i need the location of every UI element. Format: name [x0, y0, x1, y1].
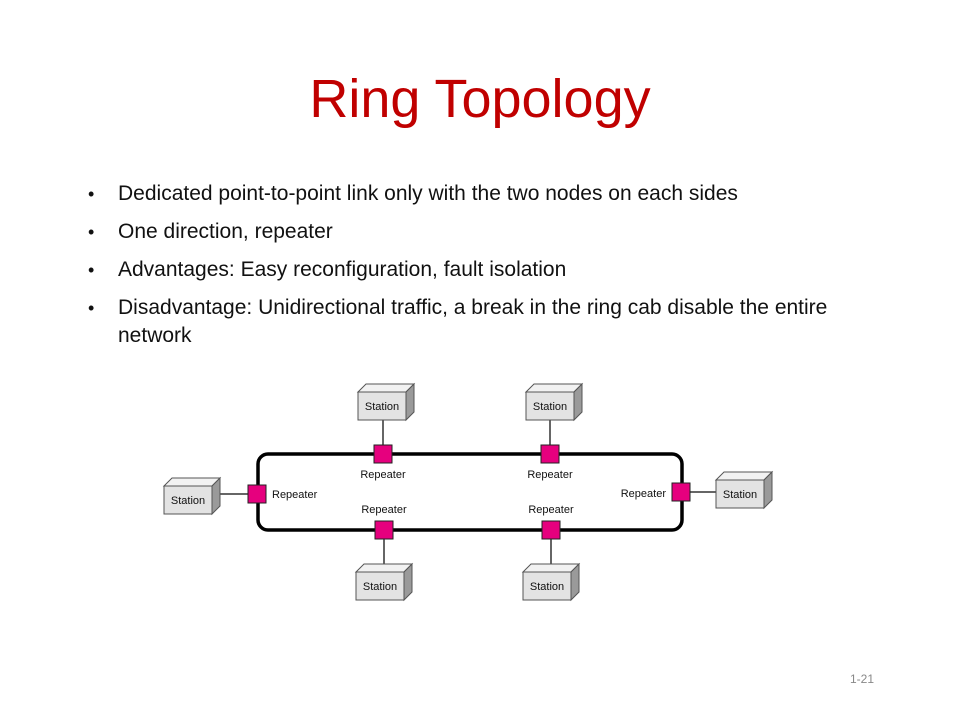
station-icon: Station	[521, 562, 581, 602]
bullet-text: Dedicated point-to-point link only with …	[118, 182, 738, 205]
node-top-left: Station Repeater	[356, 382, 416, 481]
bullet-icon: •	[88, 298, 95, 318]
bullet-text: Advantages: Easy reconfiguration, fault …	[118, 258, 567, 281]
repeater-label: Repeater	[621, 488, 667, 500]
station-label: Station	[723, 489, 757, 501]
station-icon: Station	[356, 382, 416, 422]
bullet-text: One direction, repeater	[118, 220, 333, 243]
station-icon: Station	[162, 476, 222, 516]
station-label: Station	[363, 581, 397, 593]
slide-number: 1-21	[849, 672, 874, 686]
bullet-icon: •	[88, 184, 95, 204]
station-label: Station	[530, 581, 564, 593]
repeater-label: Repeater	[360, 469, 406, 481]
station-label: Station	[365, 401, 399, 413]
bullet-item: • Dedicated point-to-point link only wit…	[88, 180, 878, 208]
ring-cable	[256, 452, 684, 532]
bullet-item: • One direction, repeater	[88, 218, 878, 246]
station-label: Station	[533, 401, 567, 413]
repeater-label: Repeater	[272, 489, 318, 501]
ring-topology-diagram: Station Repeater Station Repeater Statio…	[162, 382, 774, 602]
repeater-label: Repeater	[361, 504, 407, 516]
repeater-label: Repeater	[527, 469, 573, 481]
bullet-item: • Disadvantage: Unidirectional traffic, …	[88, 294, 878, 350]
bullet-item: • Advantages: Easy reconfiguration, faul…	[88, 256, 878, 284]
node-top-right: Station Repeater	[524, 382, 584, 481]
repeater-icon	[540, 444, 560, 464]
node-left: Station Repeater	[162, 476, 318, 516]
repeater-icon	[247, 484, 267, 504]
bullet-text: Disadvantage: Unidirectional traffic, a …	[118, 296, 828, 347]
repeater-icon	[374, 520, 394, 540]
repeater-icon	[671, 482, 691, 502]
station-icon: Station	[714, 470, 774, 510]
repeater-icon	[373, 444, 393, 464]
repeater-label: Repeater	[528, 504, 574, 516]
node-bottom-right: Repeater Station	[521, 504, 581, 602]
node-right: Station Repeater	[621, 470, 774, 510]
station-label: Station	[171, 495, 205, 507]
station-icon: Station	[524, 382, 584, 422]
bullet-icon: •	[88, 222, 95, 242]
bullet-icon: •	[88, 260, 95, 280]
repeater-icon	[541, 520, 561, 540]
slide-title: Ring Topology	[309, 69, 651, 129]
station-icon: Station	[354, 562, 414, 602]
bullet-list: • Dedicated point-to-point link only wit…	[88, 180, 878, 360]
node-bottom-left: Repeater Station	[354, 504, 414, 602]
